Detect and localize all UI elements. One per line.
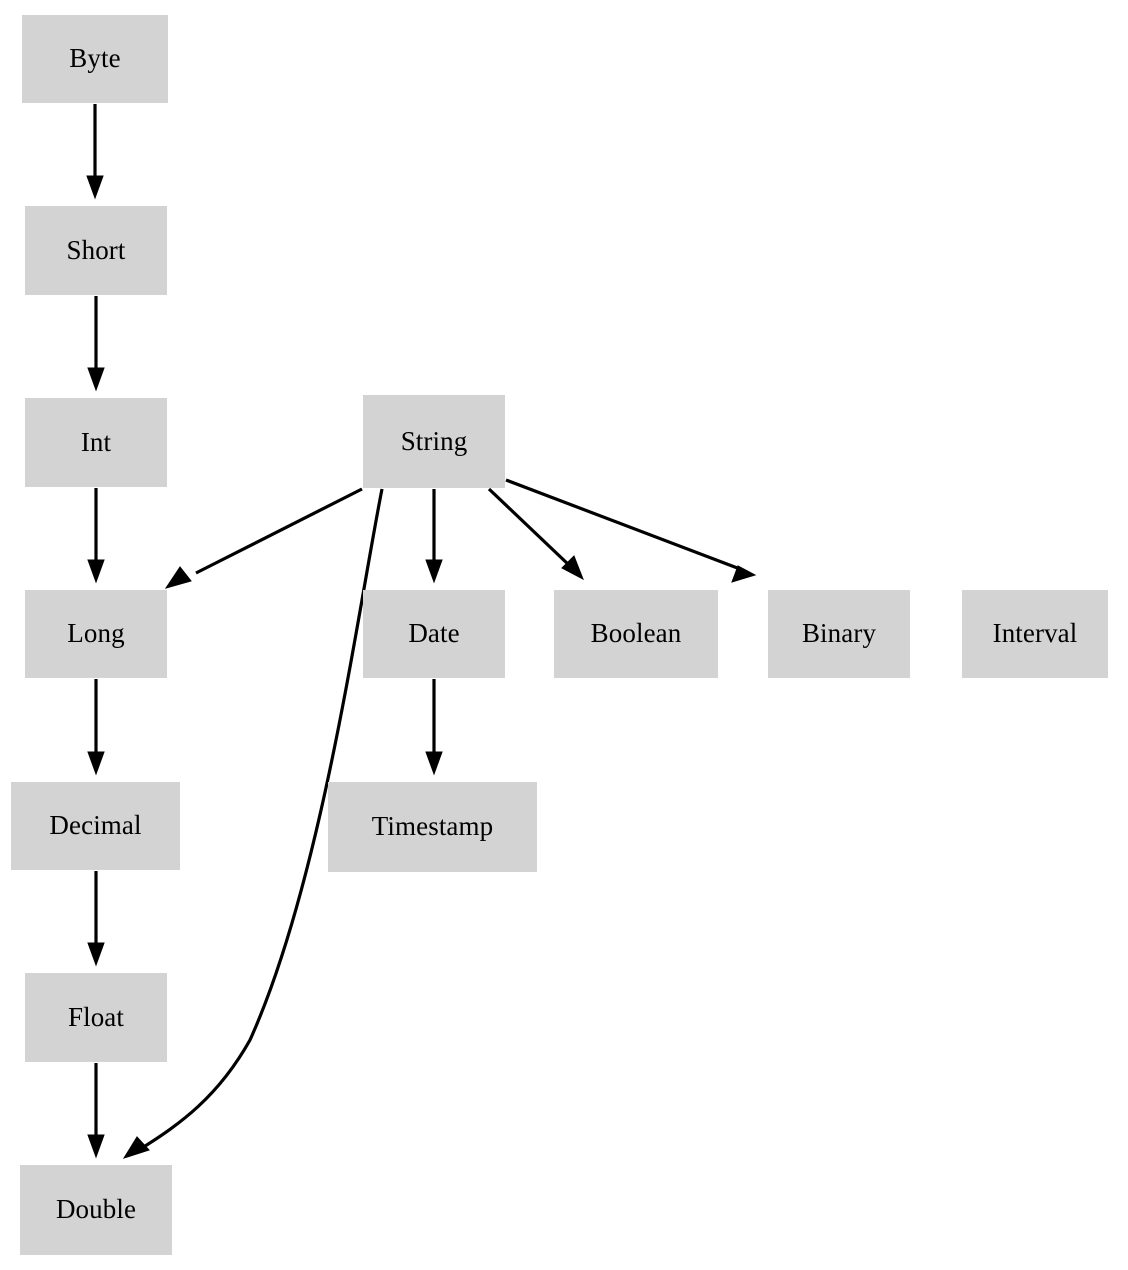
edge-decimal-to-float [87,871,105,967]
arrowhead-icon [87,367,105,392]
node-double[interactable]: Double [20,1165,172,1255]
arrowhead-icon [87,942,105,967]
node-string[interactable]: String [363,395,505,488]
edge-string-to-date [425,489,443,584]
node-boolean[interactable]: Boolean [554,590,718,678]
arrowhead-icon [425,559,443,584]
node-label: Timestamp [371,811,494,841]
node-label: Byte [69,43,121,73]
arrowhead-icon [561,555,584,581]
edge-int-to-long [87,488,105,584]
node-decimal[interactable]: Decimal [11,782,180,870]
node-label: Interval [992,618,1078,648]
edge-line [505,478,741,571]
node-label: Int [80,426,112,457]
edge-short-to-int [87,296,105,392]
arrowhead-icon [425,751,443,776]
arrowhead-icon [731,565,757,583]
node-short[interactable]: Short [25,206,167,295]
arrowhead-icon [86,175,104,200]
edge-line [195,487,363,575]
node-label: Date [408,618,460,648]
node-label: Boolean [590,618,682,648]
node-long[interactable]: Long [25,590,167,678]
node-label: Decimal [49,810,142,840]
edge-line [487,487,572,568]
edge-date-to-timestamp [425,679,443,776]
node-binary[interactable]: Binary [768,590,910,678]
edge-byte-to-short [86,104,104,200]
edge-long-to-decimal [87,679,105,776]
node-date[interactable]: Date [363,590,505,678]
edge-float-to-double [87,1063,105,1159]
node-label: Long [67,618,125,648]
node-int[interactable]: Int [25,398,167,487]
node-label: Double [55,1194,137,1224]
node-label: Float [67,1001,124,1032]
edge-string-to-boolean [487,487,584,581]
node-timestamp[interactable]: Timestamp [328,782,537,872]
node-interval[interactable]: Interval [962,590,1108,678]
edge-string-to-binary [505,478,757,583]
node-float[interactable]: Float [25,973,167,1062]
node-label: Short [66,234,126,265]
node-label: String [400,425,468,456]
arrowhead-icon [87,1134,105,1159]
arrowhead-icon [87,559,105,584]
edge-string-to-long [164,487,363,589]
arrowhead-icon [122,1136,150,1159]
node-label: Binary [801,618,877,648]
arrowhead-icon [164,566,192,589]
arrowhead-icon [87,751,105,776]
node-byte[interactable]: Byte [22,15,168,103]
